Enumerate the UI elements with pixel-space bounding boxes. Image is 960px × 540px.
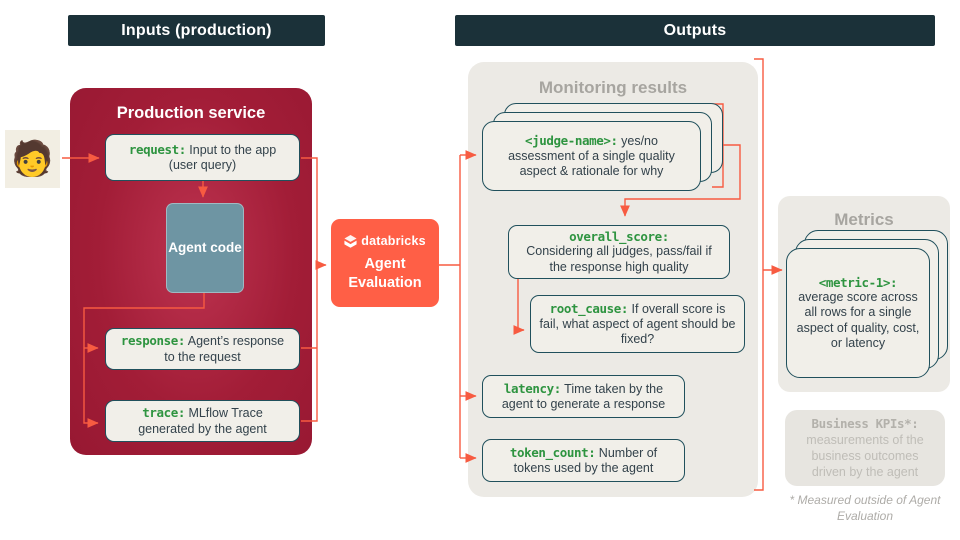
metrics-title: Metrics [834, 210, 894, 229]
databricks-logo-icon [344, 234, 357, 248]
judge-card: <judge-name>: yes/no assessment of a sin… [482, 121, 701, 191]
trace-code: trace: [142, 405, 185, 421]
business-kpis-card: Business KPIs*:measurements of the busin… [785, 410, 945, 486]
agent-code-box: Agent code [166, 203, 244, 293]
production-service-title: Production service [116, 104, 266, 122]
business-kpis-text: measurements of the business outcomes dr… [806, 432, 924, 480]
token-count-card: token_count: Number of tokens used by th… [482, 439, 685, 482]
overall-score-card: overall_score:Considering all judges, pa… [508, 225, 730, 279]
measured-outside-footnote: * Measured outside of Agent Evaluation [789, 493, 941, 524]
response-text: Agent’s response to the request [164, 334, 285, 364]
trace-text: MLflow Trace generated by the agent [138, 406, 267, 436]
overall-score-text: Considering all judges, pass/fail if the… [526, 244, 712, 274]
databricks-brand: databricks [344, 234, 426, 248]
agent-evaluation-title: Agent Evaluation [348, 256, 422, 291]
judge-code: <judge-name>: [525, 132, 618, 148]
agent-code-label: Agent code [168, 240, 242, 256]
agent-evaluation-box: databricks Agent Evaluation [331, 219, 439, 307]
inputs-header: Inputs (production) [68, 15, 325, 46]
business-kpis-code: Business KPIs*: [811, 415, 919, 431]
latency-code: latency: [503, 380, 561, 396]
request-card: request: Input to the app (user query) [105, 134, 300, 181]
metric-code: <metric-1>: [818, 274, 898, 290]
latency-text: Time taken by the agent to generate a re… [501, 381, 666, 411]
trace-card: trace: MLflow Trace generated by the age… [105, 400, 300, 442]
response-code: response: [120, 333, 186, 349]
monitoring-results-title: Monitoring results [538, 78, 688, 97]
metric-text: average score across all rows for a sing… [796, 290, 920, 350]
root-cause-code: root_cause: [549, 300, 629, 316]
outputs-header: Outputs [455, 15, 935, 46]
overall-score-code: overall_score: [569, 229, 669, 245]
response-card: response: Agent’s response to the reques… [105, 328, 300, 370]
metric-card: <metric-1>:average score across all rows… [786, 248, 930, 378]
request-code: request: [128, 141, 186, 157]
judge-text: yes/no assessment of a single quality as… [508, 133, 675, 179]
token-count-text: Number of tokens used by the agent [513, 445, 658, 475]
latency-card: latency: Time taken by the agent to gene… [482, 375, 685, 418]
token-count-code: token_count: [509, 444, 596, 460]
root-cause-text: If overall score is fail, what aspect of… [539, 301, 736, 347]
root-cause-card: root_cause: If overall score is fail, wh… [530, 295, 745, 353]
databricks-wordmark: databricks [361, 234, 426, 249]
request-text: Input to the app (user query) [168, 142, 277, 172]
user-emoji: 🧑 [5, 130, 60, 188]
